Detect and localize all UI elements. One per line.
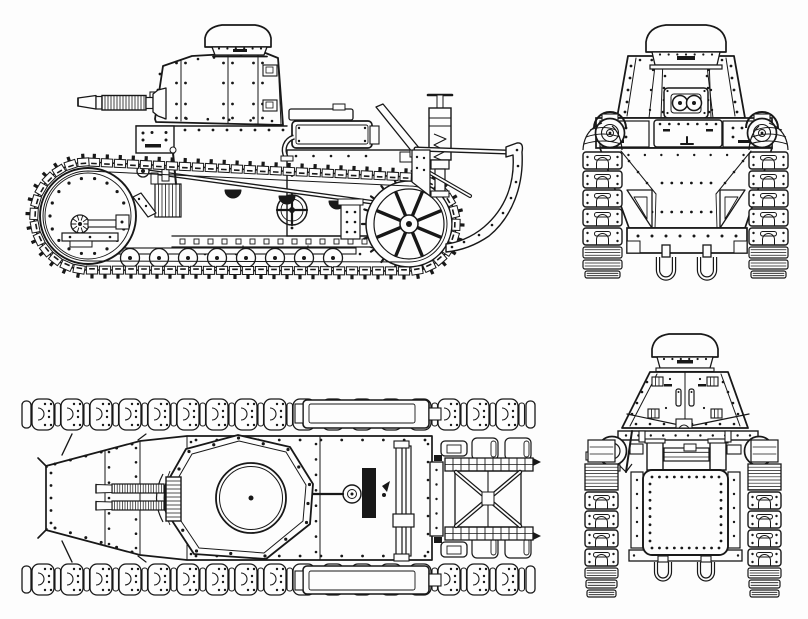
- top-view: [21, 398, 541, 596]
- top-tail-skid: [429, 437, 541, 559]
- side-tail-skid: [411, 93, 524, 253]
- rear-tail-mount: [585, 430, 759, 473]
- side-turret: [149, 51, 284, 126]
- front-view: [582, 24, 789, 281]
- front-track-right: [748, 122, 789, 279]
- front-track-left: [582, 122, 623, 279]
- side-suspension: [117, 247, 357, 269]
- front-gun-mount: [663, 87, 709, 119]
- top-track-lower: [21, 563, 536, 596]
- side-view: [25, 24, 524, 280]
- front-cupola: [645, 24, 727, 70]
- side-sprocket-wheel: [360, 175, 458, 273]
- side-cupola: [204, 24, 272, 58]
- front-lower-hull: [599, 147, 773, 281]
- rear-track-left: [584, 439, 619, 598]
- rear-view: [584, 333, 782, 598]
- top-turret: [164, 434, 314, 560]
- rear-hull-plate: [628, 469, 743, 582]
- rear-cupola: [651, 333, 719, 373]
- top-track-upper: [21, 398, 536, 431]
- top-gun-barrels: [95, 470, 182, 526]
- side-engine-deck: [280, 103, 421, 162]
- front-idler-wheels: [593, 111, 779, 149]
- top-mufflers: [294, 399, 442, 595]
- side-idler-wheel: [39, 167, 137, 265]
- rear-track-right: [747, 439, 782, 598]
- side-gun-barrel: [77, 87, 167, 120]
- side-hull: [132, 125, 419, 264]
- rear-turret: [621, 371, 750, 429]
